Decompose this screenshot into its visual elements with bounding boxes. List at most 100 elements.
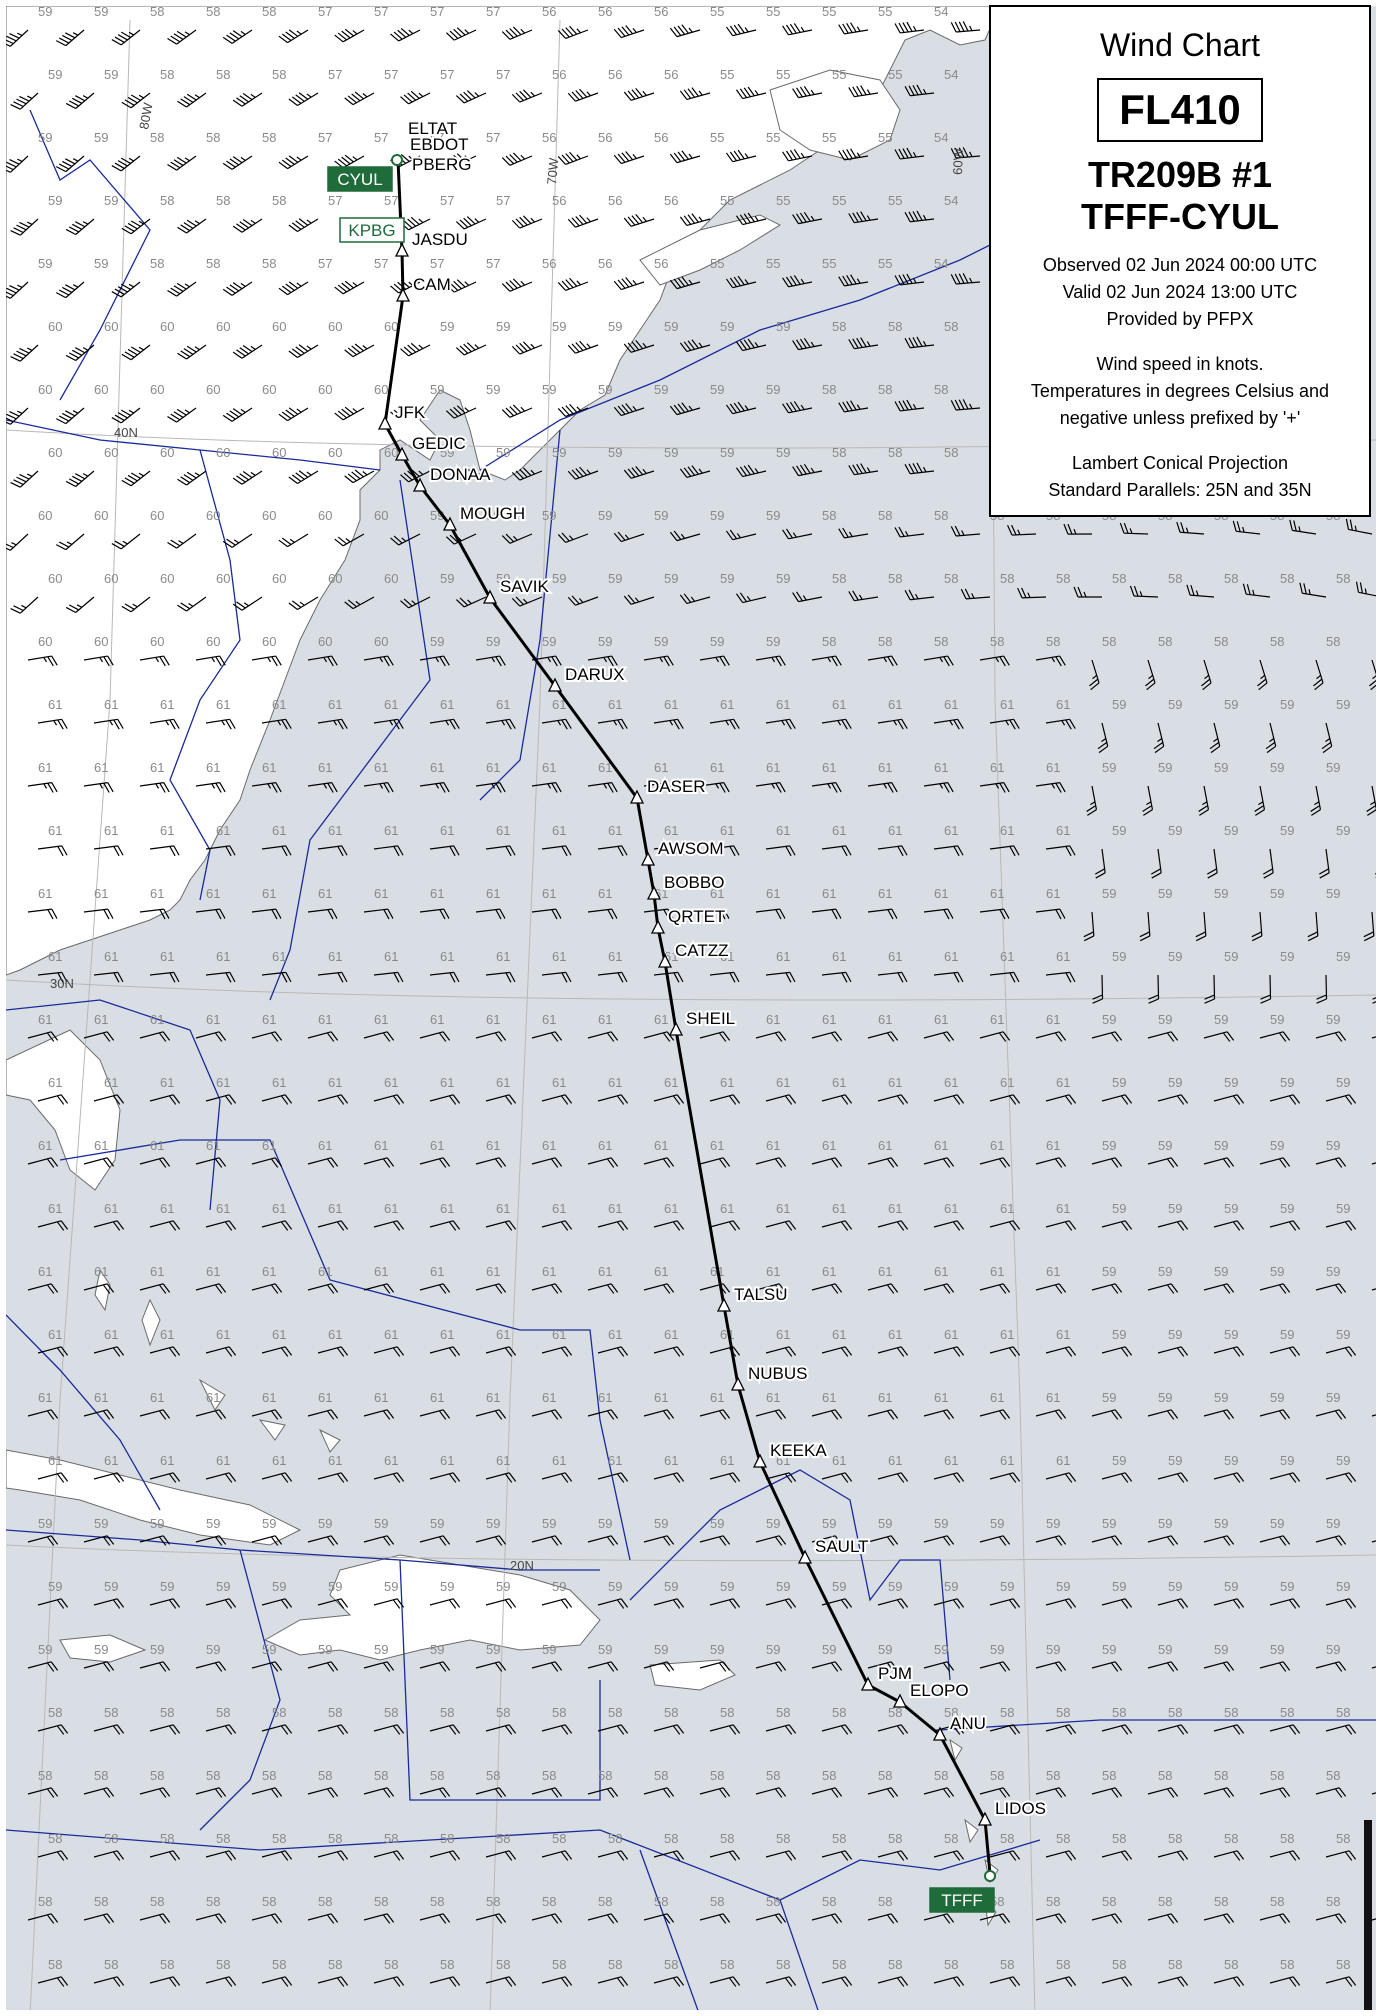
temperature-label: 61 <box>1056 823 1070 838</box>
vertical-watermark-icon <box>1364 1820 1372 2010</box>
wind-barb-icon <box>1307 911 1319 942</box>
wind-barb-icon <box>205 1598 237 1609</box>
temperature-label: 57 <box>374 130 388 145</box>
wind-barb-icon <box>989 1094 1021 1105</box>
wind-barb-icon <box>1091 1409 1123 1420</box>
temperature-label: 61 <box>206 1138 220 1153</box>
temperature-label: 61 <box>664 823 678 838</box>
wind-barb-icon <box>867 1661 899 1672</box>
wind-barb-icon <box>1035 655 1066 667</box>
wind-barb-icon <box>37 1472 69 1483</box>
wind-barb-icon <box>1269 1472 1301 1483</box>
wind-barb-icon <box>1147 1535 1179 1546</box>
wind-barb-icon <box>65 92 95 110</box>
waypoint-label: SAULT <box>815 1537 869 1556</box>
wind-barb-icon <box>709 971 740 983</box>
wind-barb-icon <box>511 467 543 481</box>
temperature-label: 58 <box>552 1957 566 1972</box>
temperature-label: 59 <box>776 571 790 586</box>
waypoints-layer: ELTATEBDOTPBERGJASDUCAMJFKGEDICDONAAMOUG… <box>377 117 1048 1826</box>
temperature-label: 61 <box>262 760 276 775</box>
wind-barb-icon <box>623 87 655 101</box>
meridian-70w <box>489 19 561 2010</box>
temperature-label: 59 <box>104 1579 118 1594</box>
wind-barb-icon <box>205 1094 237 1105</box>
wind-barb-icon <box>531 1031 563 1042</box>
temperature-label: 59 <box>1102 1642 1116 1657</box>
wind-barb-icon <box>933 1220 965 1231</box>
temperature-label: 59 <box>1326 1264 1340 1279</box>
temperature-label: 58 <box>944 1831 958 1846</box>
temperature-label: 59 <box>48 193 62 208</box>
wind-barb-icon <box>307 1031 339 1042</box>
temperature-label: 59 <box>1224 823 1238 838</box>
wind-barb-icon <box>699 655 730 667</box>
wind-barb-icon <box>877 845 908 857</box>
wind-barb-icon <box>1129 585 1159 598</box>
wind-barb-icon <box>765 1724 797 1735</box>
waypoint-label: EBDOT <box>410 135 469 154</box>
temperature-label: 61 <box>206 1390 220 1405</box>
wind-barb-icon <box>1259 1031 1291 1042</box>
wind-barb-icon <box>278 281 309 296</box>
temperature-label: 59 <box>1158 1012 1172 1027</box>
temperature-label: 59 <box>598 634 612 649</box>
wind-barb-icon <box>989 845 1020 857</box>
temperature-label: 59 <box>104 193 118 208</box>
temperature-label: 59 <box>1280 1327 1294 1342</box>
wind-barb-icon <box>1269 1346 1301 1357</box>
temperature-label: 61 <box>878 1138 892 1153</box>
temperature-label: 55 <box>878 256 892 271</box>
wind-barb-icon <box>755 1661 787 1672</box>
wind-barb-icon <box>475 1031 507 1042</box>
wind-barb-icon <box>979 1157 1011 1168</box>
wind-barb-icon <box>475 1283 507 1294</box>
wind-barb-icon <box>557 25 589 39</box>
wind-barb-icon <box>597 1976 629 1987</box>
wind-barb-icon <box>317 718 348 730</box>
wind-barb-icon <box>167 155 197 171</box>
wind-barb-icon <box>1147 1787 1179 1798</box>
temperature-label: 61 <box>384 1327 398 1342</box>
wind-barb-icon <box>1371 1283 1376 1291</box>
temperature-label: 59 <box>934 1642 948 1657</box>
wind-barb-icon <box>139 1661 171 1672</box>
wind-barb-icon <box>653 1598 685 1609</box>
temperature-label: 61 <box>328 1075 342 1090</box>
wind-barb-icon <box>848 590 879 602</box>
wind-barb-icon <box>37 718 68 730</box>
waypoint-label: AWSOM <box>658 839 723 858</box>
lesser-antilles-land <box>949 1738 999 1927</box>
temperature-label: 58 <box>262 130 276 145</box>
temperature-label: 61 <box>552 949 566 964</box>
waypoint-label: TALSU <box>734 1285 788 1304</box>
wind-barb-icon <box>1101 1850 1133 1861</box>
temperature-label: 59 <box>1326 1642 1340 1657</box>
temperature-label: 58 <box>206 256 220 271</box>
wind-barb-icon <box>139 1409 171 1420</box>
temperature-label: 59 <box>216 1579 230 1594</box>
temperature-label: 58 <box>888 319 902 334</box>
wind-barb-icon <box>6 407 29 425</box>
wind-barb-icon <box>653 845 684 857</box>
chart-title: Wind Chart <box>1099 27 1261 63</box>
wind-barb-icon <box>475 1409 507 1420</box>
temperature-label: 61 <box>1056 1201 1070 1216</box>
waypoint-bobbo: BOBBO <box>646 871 726 900</box>
wind-barb-icon <box>334 533 365 547</box>
temperature-label: 61 <box>598 886 612 901</box>
wind-barb-icon <box>782 401 813 414</box>
temperature-label: 61 <box>318 1012 332 1027</box>
temperature-label: 61 <box>38 886 52 901</box>
temperature-label: 58 <box>38 1768 52 1783</box>
wind-barb-icon <box>989 1598 1021 1609</box>
temperature-label: 55 <box>776 67 790 82</box>
temperature-label: 58 <box>944 1705 958 1720</box>
wind-barb-icon <box>149 1976 181 1987</box>
temperature-label: 58 <box>1214 1768 1228 1783</box>
temperature-label: 58 <box>272 1957 286 1972</box>
temperature-label: 60 <box>216 319 230 334</box>
temperature-label: 58 <box>776 1705 790 1720</box>
wind-barb-icon <box>93 1472 125 1483</box>
wind-barb-icon <box>867 1535 899 1546</box>
